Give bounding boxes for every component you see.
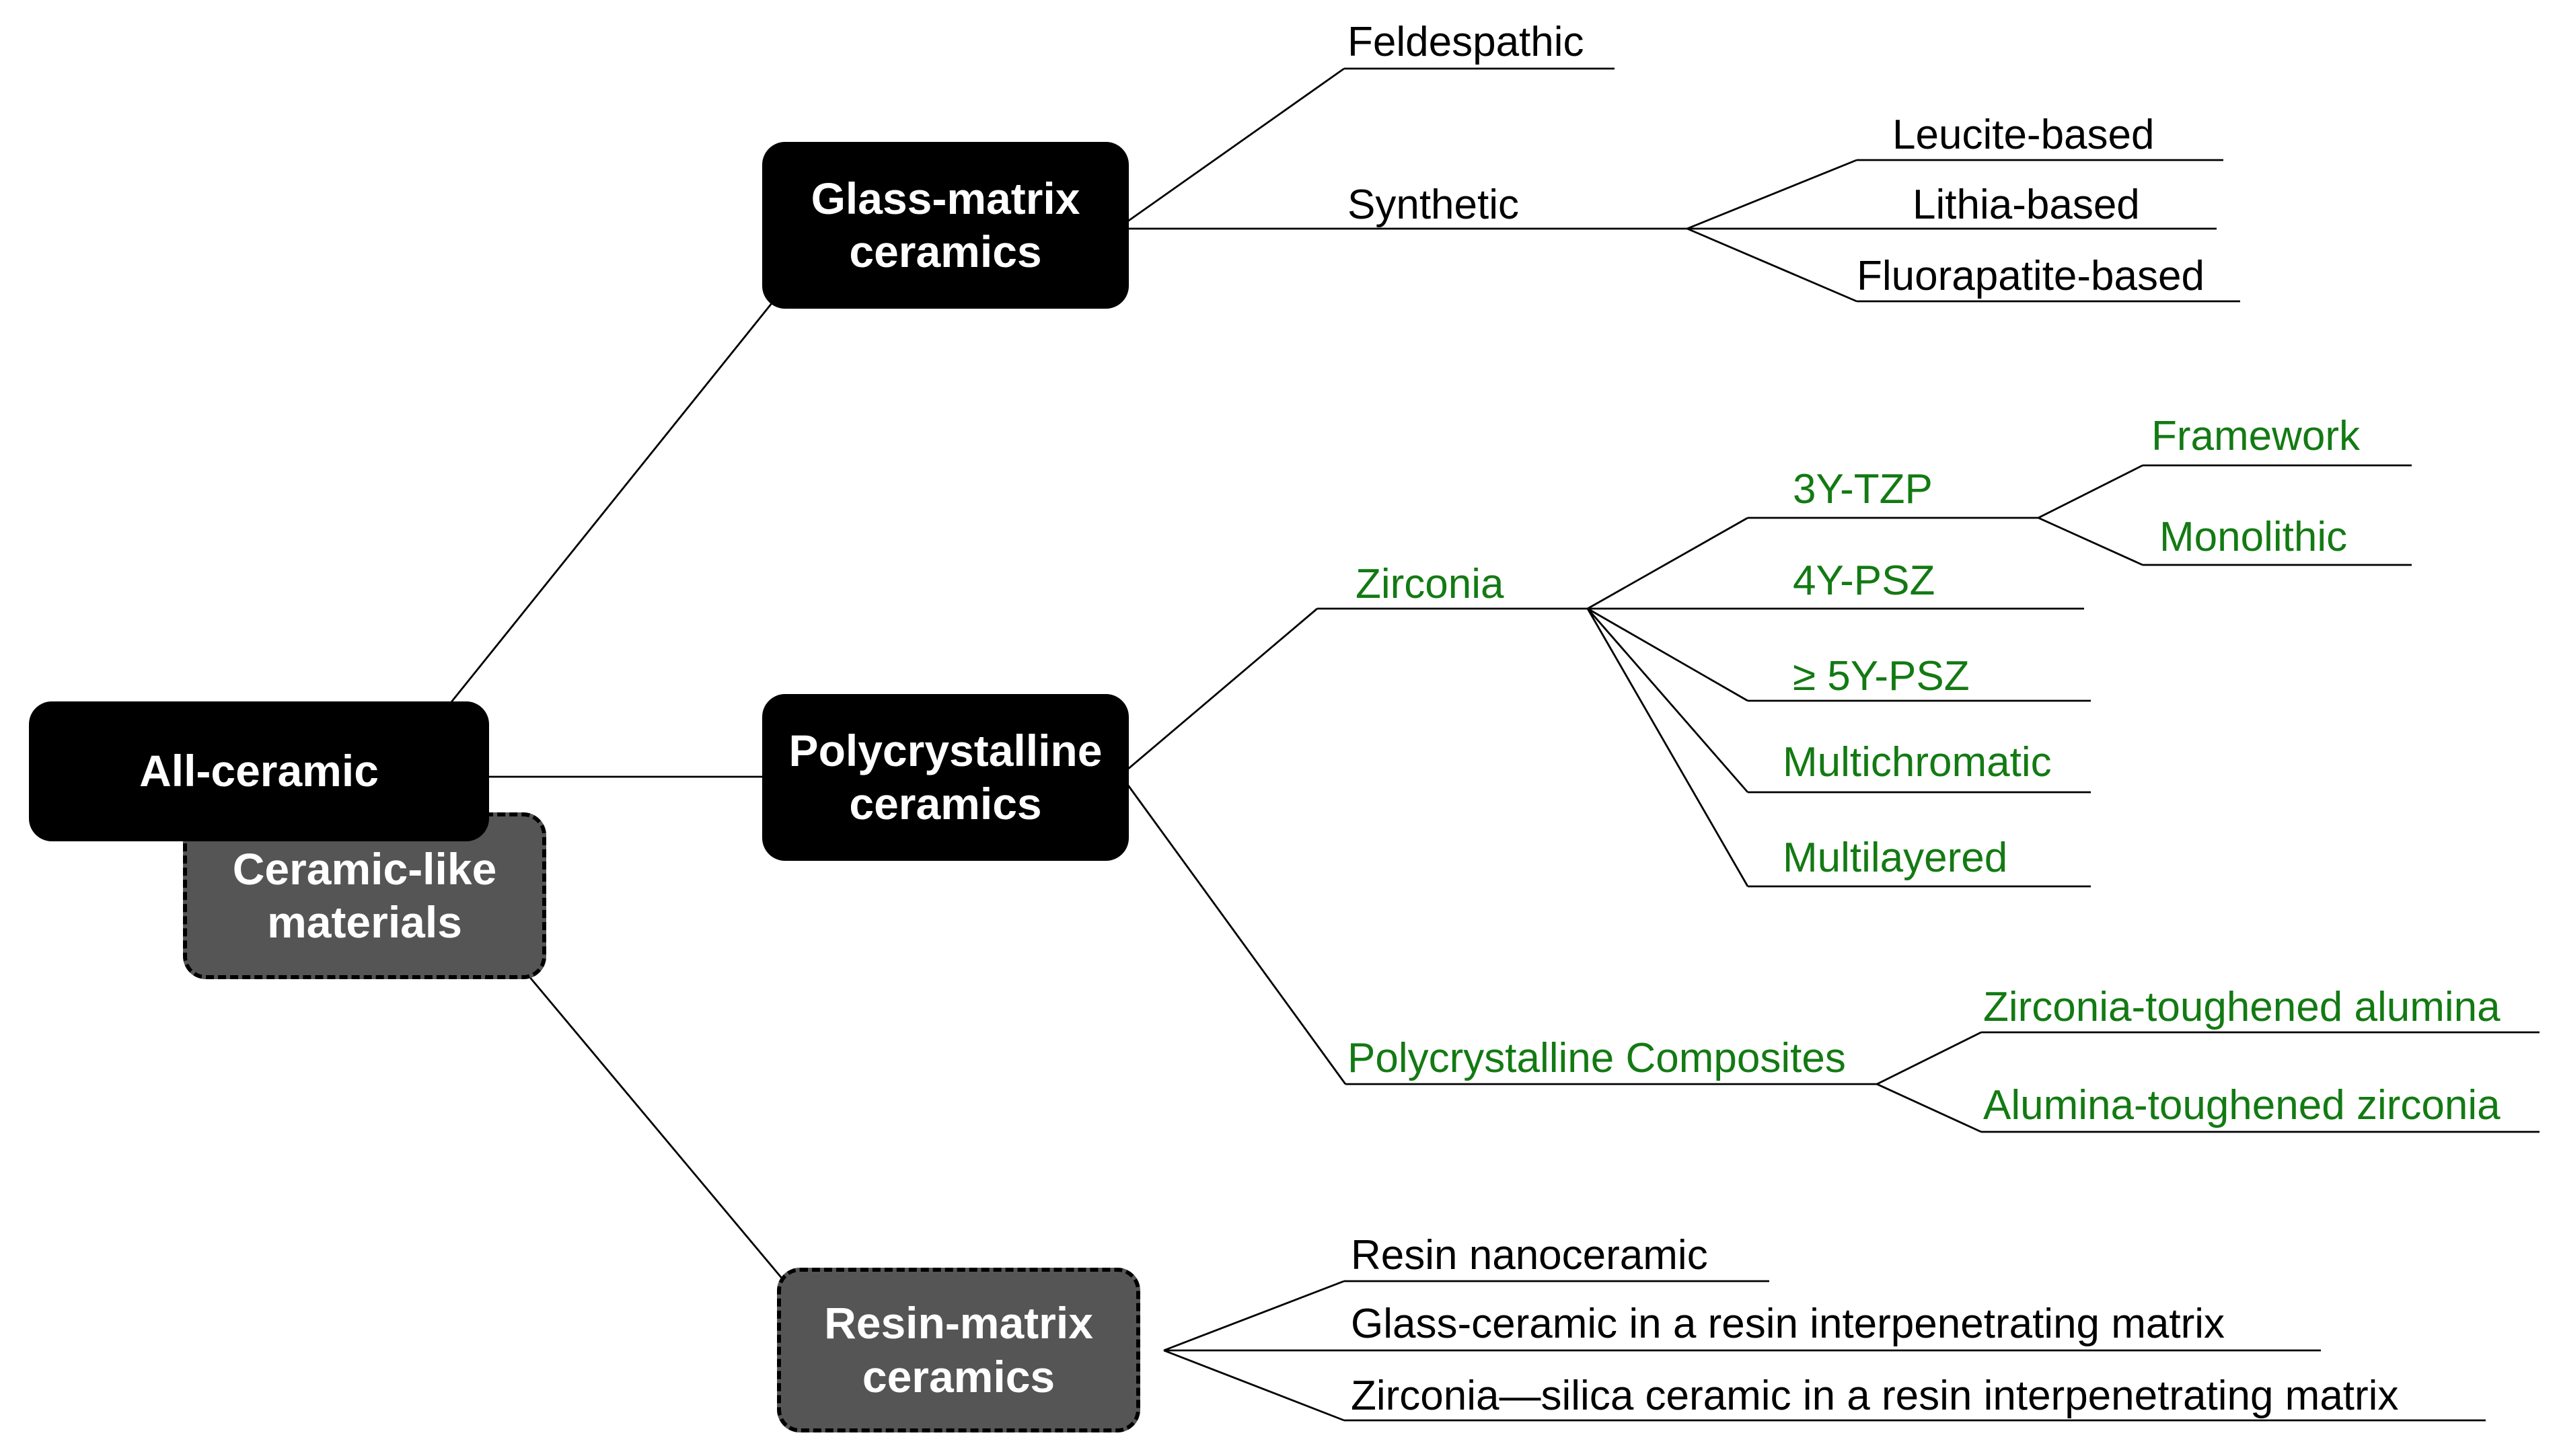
edge-synthetic-fluorapatite (1687, 227, 1857, 303)
fluorapatite-based-label: Fluorapatite-based (1857, 253, 2204, 299)
resin-matrix-ceramics-node: Resin-matrix ceramics (777, 1268, 1140, 1432)
glass-ceramic-resin-label: Glass-ceramic in a resin interpenetratin… (1351, 1301, 2225, 1347)
monolithic-label: Monolithic (2159, 514, 2348, 560)
edge-zirconia-5ypsz (1587, 607, 1748, 702)
edge-poly-composites (1125, 783, 1347, 1085)
polycrystalline-composites-label: Polycrystalline Composites (1347, 1035, 1846, 1081)
edge-glass-feldespathic (1126, 67, 1345, 223)
edge-zirconia-3ytzp (1587, 516, 1748, 610)
leucite-based-label: Leucite-based (1892, 112, 2155, 158)
edge-synthetic-leucite (1687, 159, 1857, 230)
synthetic-label: Synthetic (1347, 182, 1520, 228)
edge-allceramic-glass (449, 292, 782, 703)
edge-composites-atz (1876, 1083, 1982, 1133)
zirconia-toughened-alumina-label: Zirconia-toughened alumina (1983, 984, 2500, 1030)
5y-psz-label: ≥ 5Y-PSZ (1793, 653, 1970, 699)
edge-composites-zta (1876, 1031, 1982, 1085)
polycrystalline-ceramics-node: Polycrystalline ceramics (762, 694, 1129, 861)
resin-nanoceramic-label: Resin nanoceramic (1351, 1232, 1708, 1278)
multilayered-label: Multilayered (1783, 835, 2008, 881)
4y-psz-label: 4Y-PSZ (1793, 558, 1935, 604)
alumina-toughened-zirconia-label: Alumina-toughened zirconia (1983, 1082, 2500, 1128)
3y-tzp-label: 3Y-TZP (1793, 466, 1933, 512)
edge-resin-nanoceramic (1163, 1280, 1345, 1352)
multichromatic-label: Multichromatic (1783, 739, 2052, 786)
glass-matrix-ceramics-node: Glass-matrix ceramics (762, 142, 1129, 309)
edge-3ytzp-monolithic (2038, 516, 2143, 566)
framework-label: Framework (2151, 413, 2361, 459)
zirconia-label: Zirconia (1356, 561, 1504, 607)
edge-zirconia-multichromatic (1586, 608, 1749, 793)
edge-zirconia-multilayered (1586, 608, 1749, 887)
edge-ceramiclike-resin (527, 974, 788, 1285)
zirconia-silica-resin-label: Zirconia—silica ceramic in a resin inter… (1351, 1373, 2399, 1419)
edge-poly-zirconia (1126, 607, 1318, 771)
edge-3ytzp-framework (2038, 464, 2143, 519)
lithia-based-label: Lithia-based (1913, 182, 2140, 228)
feldespathic-label: Feldespathic (1347, 19, 1584, 65)
all-ceramic-node: All-ceramic (29, 701, 489, 841)
edge-resin-zirconiasilica (1163, 1349, 1345, 1422)
